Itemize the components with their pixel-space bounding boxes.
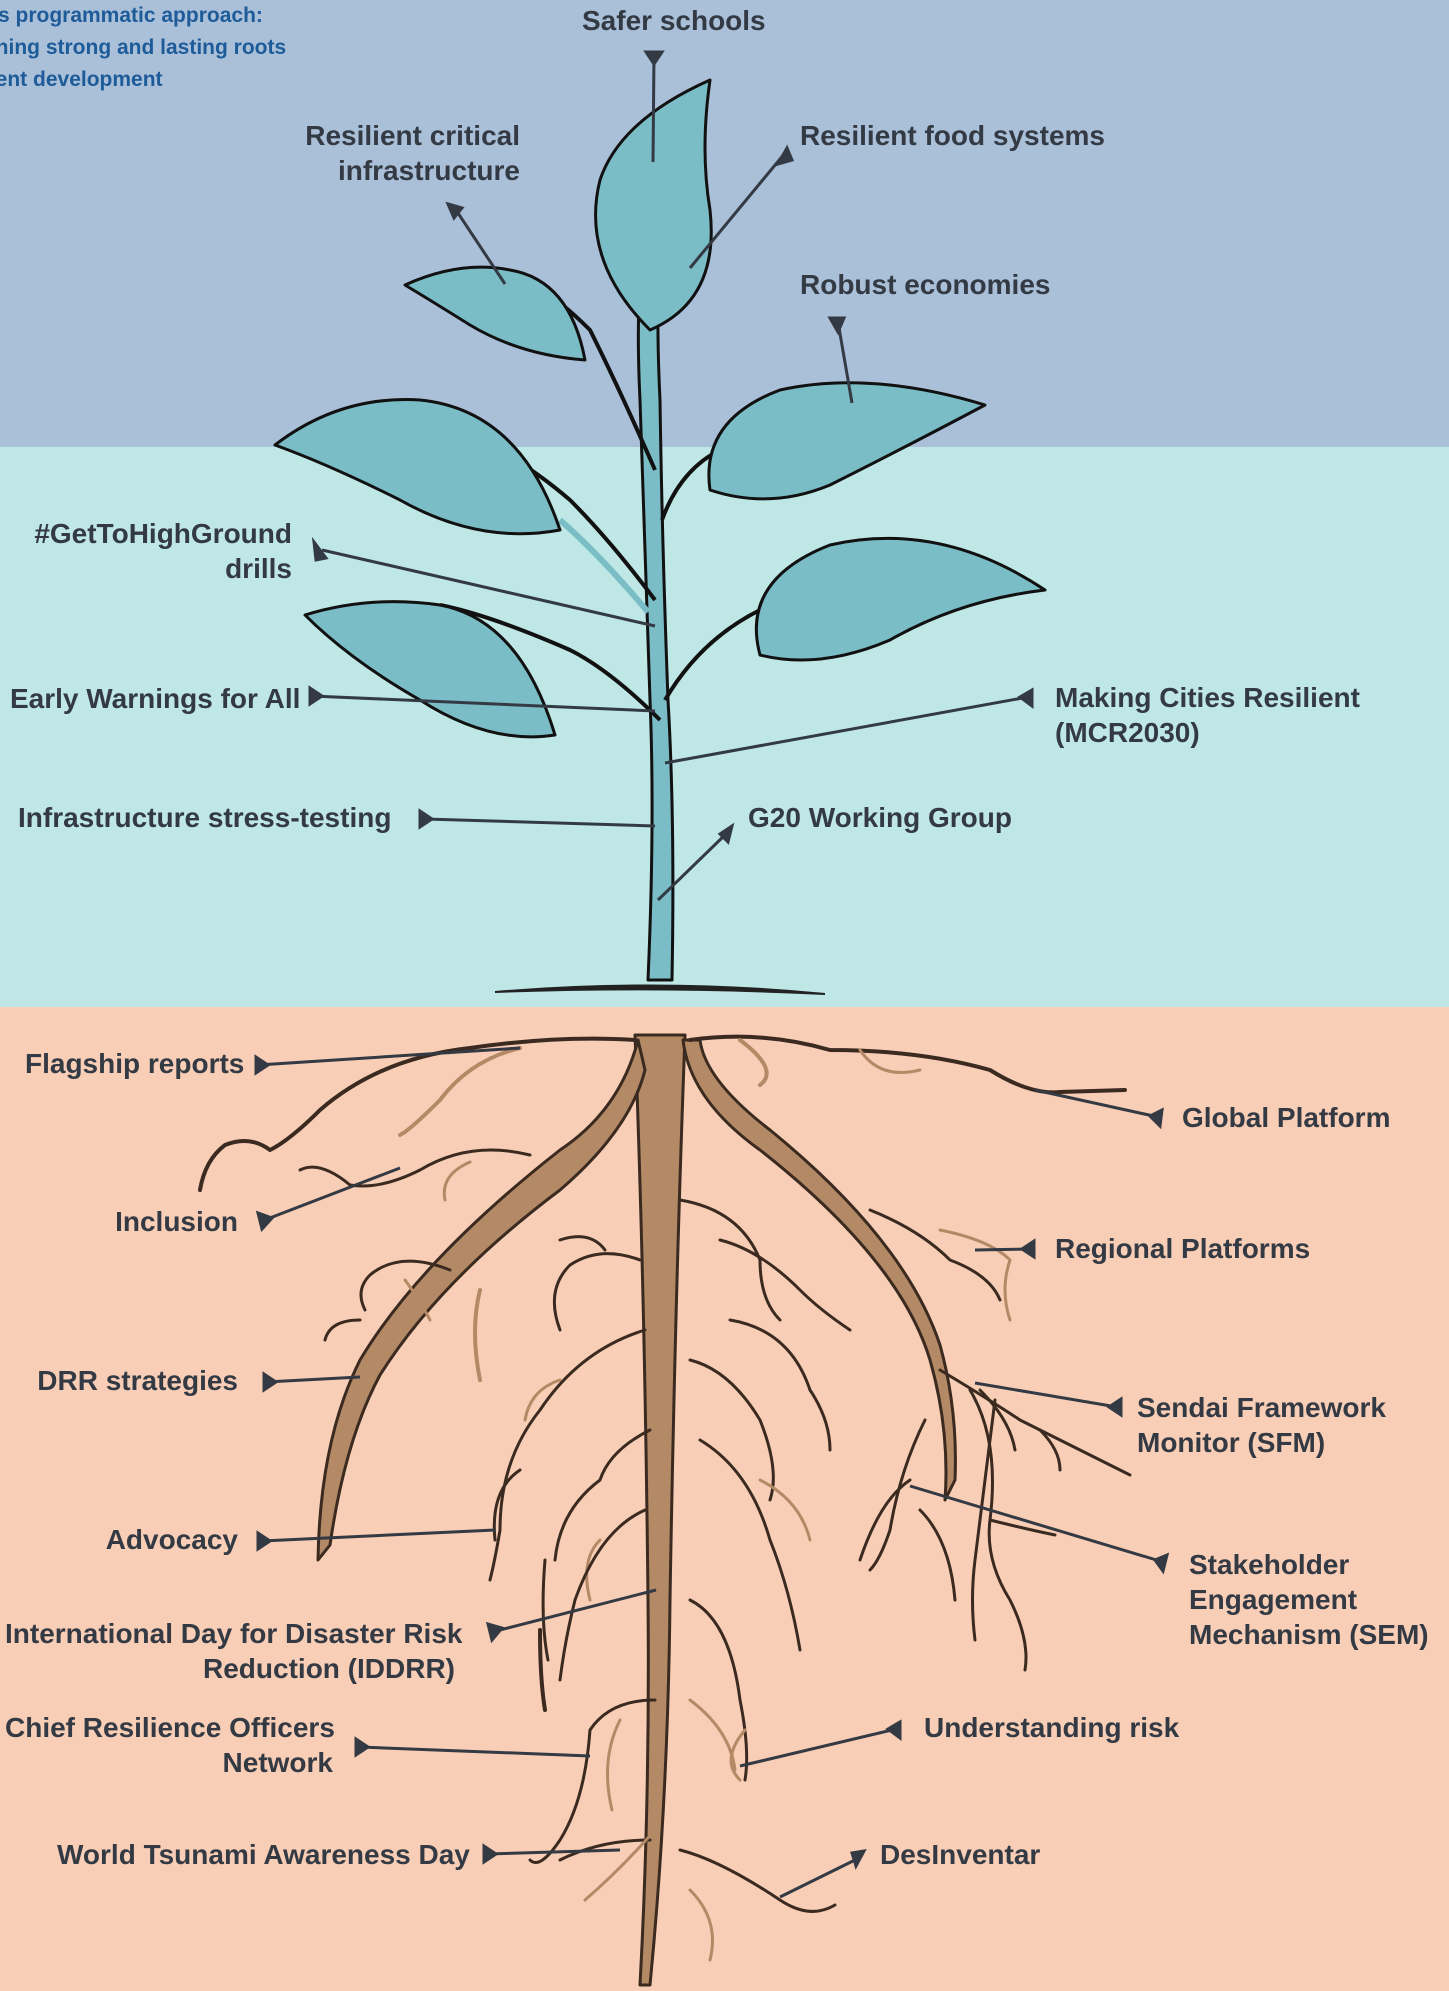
page-title: t's programmatic approach: shing strong …: [0, 0, 320, 96]
label-critical-infrastructure-line-1: Resilient critical: [240, 118, 520, 153]
label-stress-testing: Infrastructure stress-testing: [18, 800, 391, 835]
label-sem-line-3: Mechanism (SEM): [1189, 1617, 1429, 1652]
label-cro-line-2: Network: [5, 1745, 333, 1780]
label-safer-schools: Safer schools: [582, 3, 766, 38]
label-cro-line-1: Chief Resilience Officers: [5, 1710, 333, 1745]
label-iddrr-line-2: Reduction (IDDRR): [5, 1651, 455, 1686]
label-mcr-line-1: Making Cities Resilient: [1055, 680, 1360, 715]
label-stakeholder-engagement-mechanism: Stakeholder Engagement Mechanism (SEM): [1189, 1547, 1429, 1652]
label-mcr-line-2: (MCR2030): [1055, 715, 1360, 750]
label-food-systems: Resilient food systems: [800, 118, 1105, 153]
label-iddrr-line-1: International Day for Disaster Risk: [5, 1616, 455, 1651]
label-global-platform: Global Platform: [1182, 1100, 1390, 1135]
label-chief-resilience-officers: Chief Resilience Officers Network: [5, 1710, 333, 1780]
label-world-tsunami-day: World Tsunami Awareness Day: [57, 1837, 470, 1872]
label-sem-line-2: Engagement: [1189, 1582, 1429, 1617]
label-critical-infrastructure-line-2: infrastructure: [240, 153, 520, 188]
label-high-ground-drills: #GetToHighGround drills: [10, 516, 292, 586]
label-sfm-line-2: Monitor (SFM): [1137, 1425, 1386, 1460]
label-sendai-framework-monitor: Sendai Framework Monitor (SFM): [1137, 1390, 1386, 1460]
label-flagship-reports: Flagship reports: [25, 1046, 244, 1081]
label-understanding-risk: Understanding risk: [924, 1710, 1179, 1745]
label-robust-economies: Robust economies: [800, 267, 1050, 302]
label-regional-platforms: Regional Platforms: [1055, 1231, 1310, 1266]
label-making-cities-resilient: Making Cities Resilient (MCR2030): [1055, 680, 1360, 750]
title-line-1: t's programmatic approach:: [0, 0, 320, 32]
label-iddrr: International Day for Disaster Risk Redu…: [5, 1616, 455, 1686]
label-high-ground-line-1: #GetToHighGround: [10, 516, 292, 551]
label-sfm-line-1: Sendai Framework: [1137, 1390, 1386, 1425]
label-advocacy: Advocacy: [40, 1522, 238, 1557]
label-high-ground-line-2: drills: [10, 551, 292, 586]
title-line-2: shing strong and lasting roots: [0, 32, 320, 64]
label-early-warnings: Early Warnings for All: [10, 681, 300, 716]
title-line-3: lient development: [0, 64, 320, 96]
label-sem-line-1: Stakeholder: [1189, 1547, 1429, 1582]
label-g20: G20 Working Group: [748, 800, 1012, 835]
label-desinventar: DesInventar: [880, 1837, 1040, 1872]
label-critical-infrastructure: Resilient critical infrastructure: [240, 118, 520, 188]
label-drr-strategies: DRR strategies: [20, 1363, 238, 1398]
label-inclusion: Inclusion: [40, 1204, 238, 1239]
